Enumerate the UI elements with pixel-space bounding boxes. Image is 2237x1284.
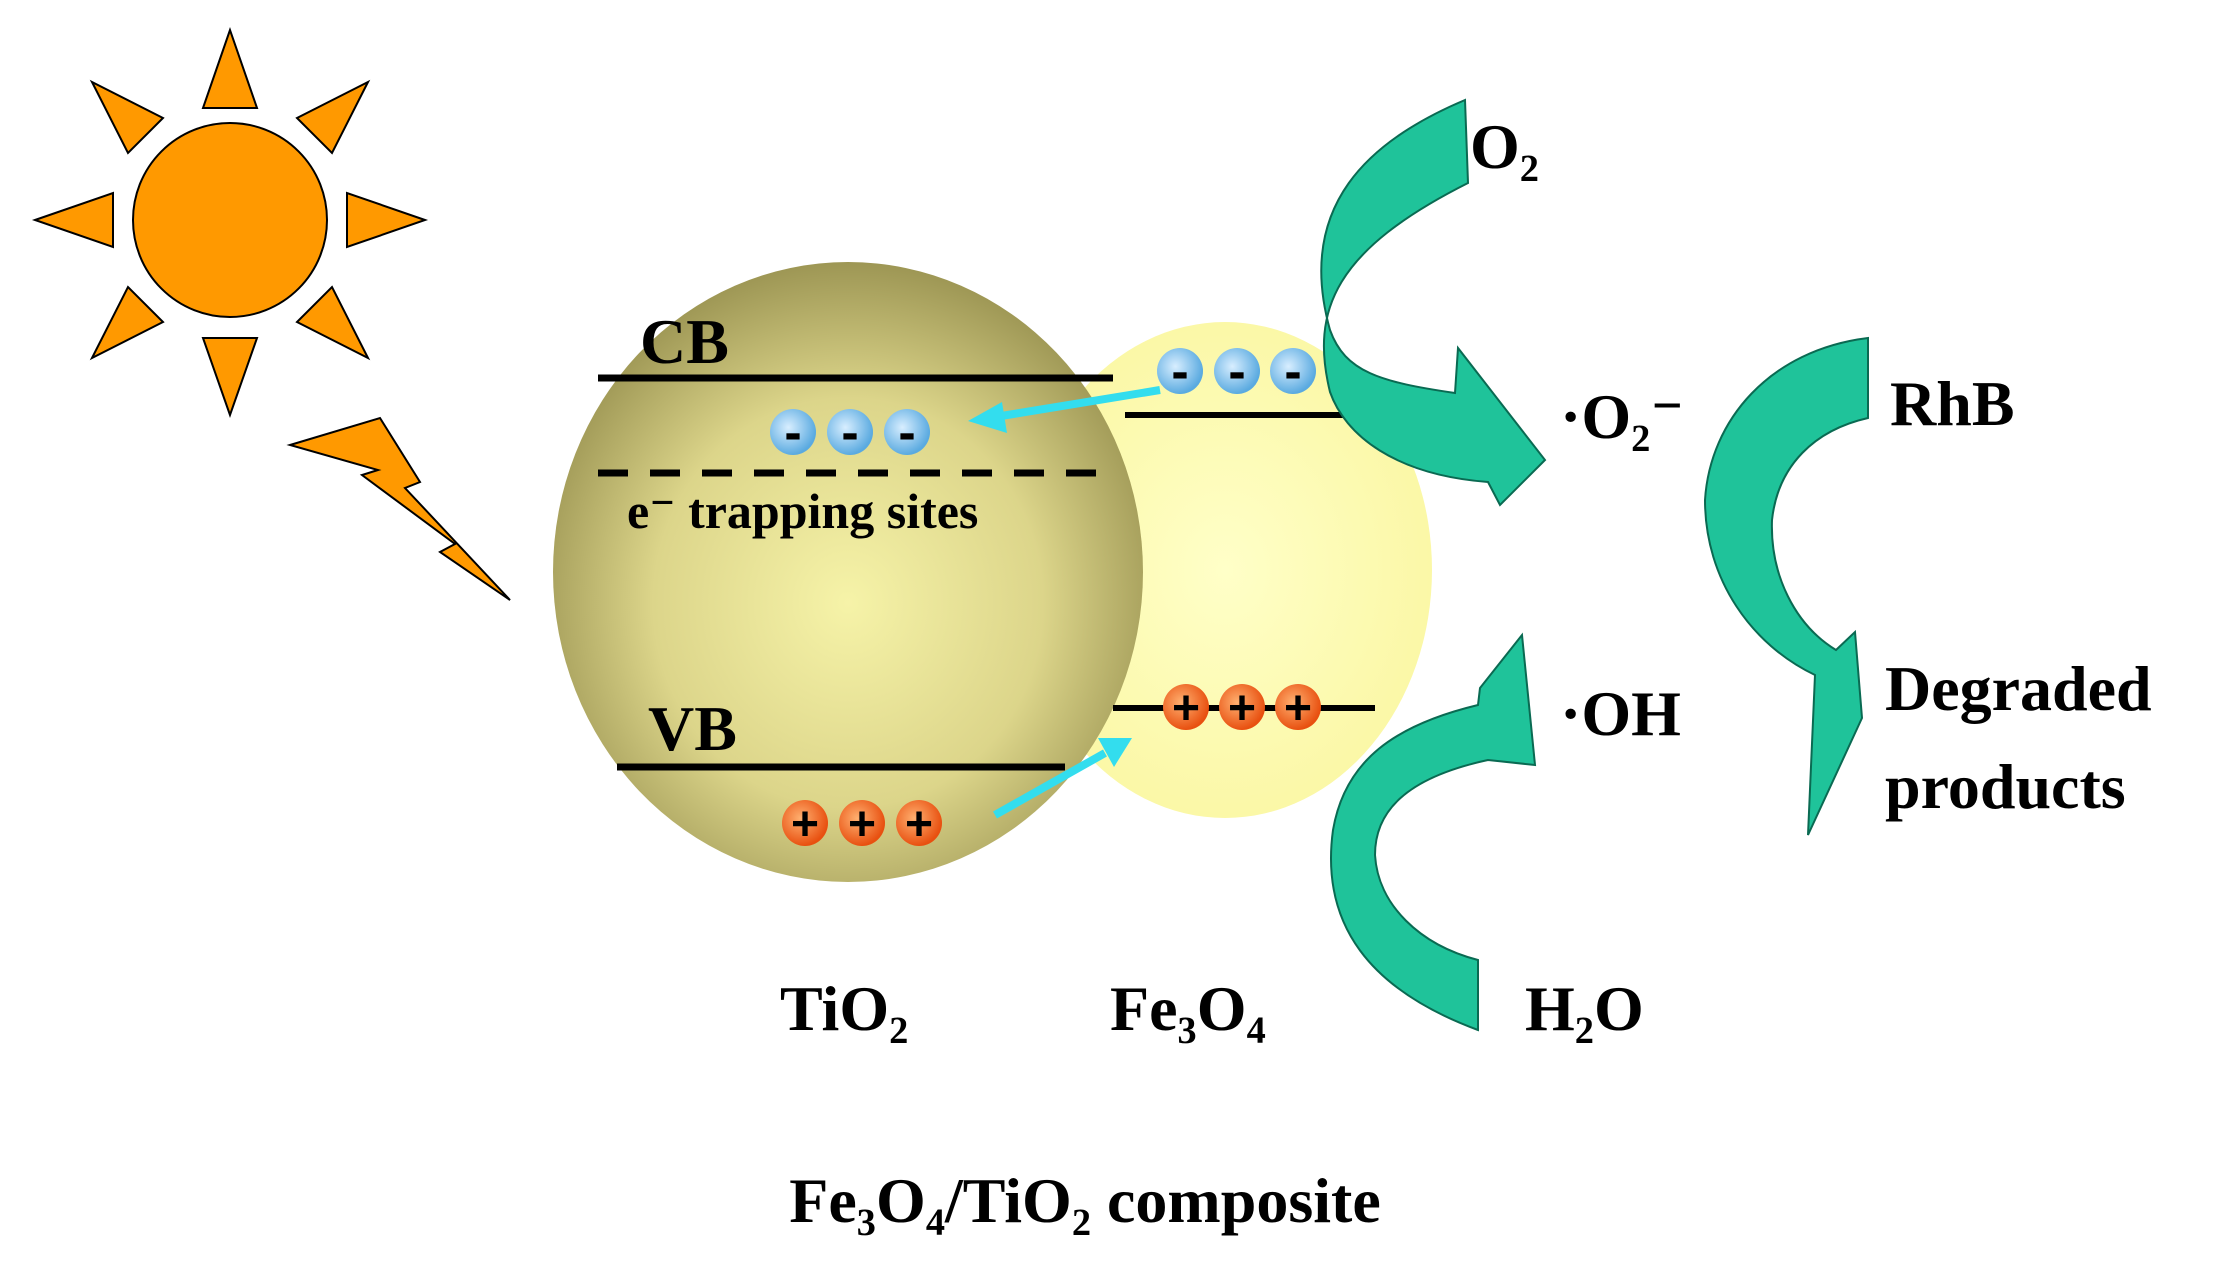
electron: - [770, 404, 816, 462]
svg-text:-: - [898, 404, 915, 462]
h2o-oxidation-arrow [1329, 632, 1537, 1032]
tio2-label: TiO₂ [780, 973, 908, 1044]
electron: - [1270, 343, 1316, 401]
hole-transfer-arrow [993, 738, 1132, 819]
tio2-holes: + + + [782, 798, 942, 851]
hole: + [1275, 682, 1321, 735]
svg-text:+: + [791, 798, 819, 851]
svg-text:+: + [1228, 682, 1256, 735]
fe3o4-holes: + + + [1163, 682, 1321, 735]
composite-caption: Fe₃O₄/TiO₂ composite [789, 1165, 1380, 1236]
hydroxyl-label: ·OH [1560, 678, 1681, 749]
svg-text:-: - [1228, 343, 1245, 401]
o2-reduction-arrow [1320, 98, 1547, 507]
electron: - [1157, 343, 1203, 401]
hole: + [1163, 682, 1209, 735]
trapping-sites-label: e⁻ trapping sites [627, 483, 978, 539]
hole: + [839, 798, 885, 851]
svg-text:+: + [1284, 682, 1312, 735]
hole: + [1219, 682, 1265, 735]
svg-text:+: + [905, 798, 933, 851]
rhb-label: RhB [1890, 368, 2015, 439]
electron: - [884, 404, 930, 462]
electron: - [1214, 343, 1260, 401]
degraded-products-line2: products [1885, 751, 2126, 822]
h2o-label: H₂O [1525, 973, 1644, 1044]
rhb-degradation-arrow [1703, 336, 1869, 836]
hole: + [782, 798, 828, 851]
fe3o4-label: Fe₃O₄ [1110, 973, 1266, 1044]
o2-label: O₂ [1470, 111, 1539, 182]
svg-text:-: - [1171, 343, 1188, 401]
fe3o4-electrons: - - - [1157, 343, 1316, 401]
svg-text:-: - [784, 404, 801, 462]
cb-label: CB [640, 306, 729, 377]
svg-text:-: - [1284, 343, 1301, 401]
degraded-products-line1: Degraded [1885, 653, 2152, 724]
svg-text:+: + [848, 798, 876, 851]
electron-transfer-arrow [968, 386, 1161, 433]
svg-text:+: + [1172, 682, 1200, 735]
hole: + [896, 798, 942, 851]
fe3o4-sphere [1018, 322, 1432, 818]
superoxide-label: ·O₂⁻ [1560, 381, 1684, 452]
tio2-trapped-electrons: - - - [770, 404, 930, 462]
vb-label: VB [648, 693, 737, 764]
sun-icon [31, 26, 429, 419]
electron: - [827, 404, 873, 462]
svg-text:-: - [841, 404, 858, 462]
lightning-icon [286, 416, 511, 601]
